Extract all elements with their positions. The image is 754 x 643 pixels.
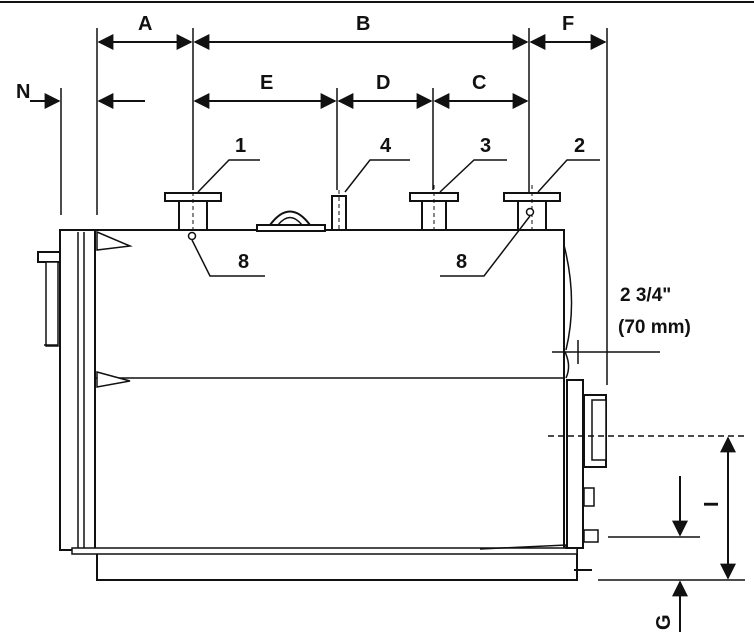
lifting-lug bbox=[256, 210, 326, 232]
connection-label-3: 3 bbox=[480, 135, 491, 157]
extension-lines-right bbox=[548, 435, 745, 581]
label-B: B bbox=[356, 13, 370, 35]
connection-label-1: 1 bbox=[235, 135, 246, 157]
clearance-imperial: 2 3/4" bbox=[620, 285, 671, 306]
label-F: F bbox=[562, 13, 574, 35]
label-C: C bbox=[472, 72, 486, 94]
connection-label-4: 4 bbox=[380, 135, 392, 157]
connection-label-8-right: 8 bbox=[456, 251, 467, 273]
clearance-metric: (70 mm) bbox=[618, 317, 691, 338]
label-G: G bbox=[653, 614, 675, 630]
connection-1-flange bbox=[164, 185, 222, 232]
leader-lines bbox=[191, 159, 600, 277]
sensor-point-left bbox=[187, 231, 197, 241]
connection-4-sleeve bbox=[331, 190, 347, 232]
connection-label-8-left: 8 bbox=[238, 251, 249, 273]
boiler-body bbox=[37, 229, 607, 581]
connection-label-2: 2 bbox=[574, 135, 585, 157]
tab-lower bbox=[96, 371, 131, 388]
label-E: E bbox=[260, 72, 273, 94]
tab-upper bbox=[96, 230, 133, 251]
connection-3-flange bbox=[409, 185, 459, 232]
label-D: D bbox=[376, 72, 390, 94]
sensor-point-right bbox=[525, 207, 535, 217]
label-A: A bbox=[138, 13, 152, 35]
label-N: N bbox=[16, 81, 30, 103]
extension-lines bbox=[60, 28, 608, 385]
label-I: I bbox=[701, 501, 723, 507]
